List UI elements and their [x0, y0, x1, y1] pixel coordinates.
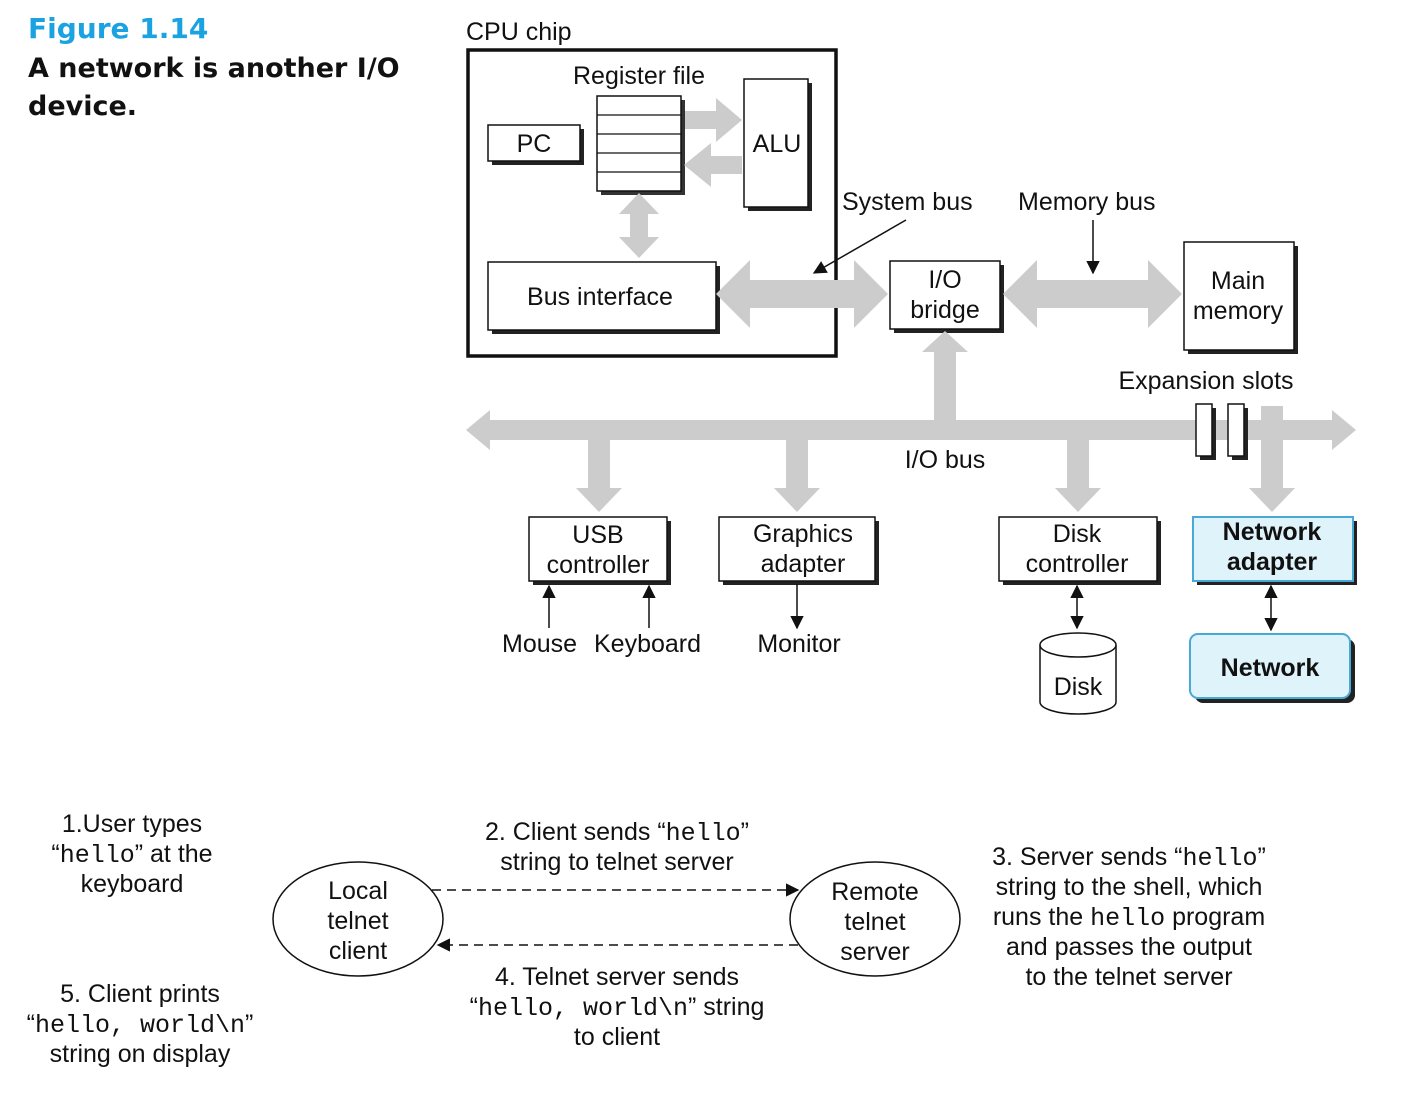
- step5-line3: string on display: [50, 1040, 231, 1068]
- io-bridge: I/O bridge: [889, 260, 1004, 333]
- main-memory: Main memory: [1183, 241, 1298, 354]
- system-bus-label: System bus: [842, 188, 973, 216]
- step4-text: 4. Telnet server sends “hello, world\n” …: [470, 963, 765, 1051]
- keyboard-label: Keyboard: [594, 630, 701, 658]
- step3-line1: 3. Server sends “hello”: [992, 843, 1266, 873]
- system-bus-pointer: [812, 219, 907, 274]
- disk-controller-line2: controller: [1026, 550, 1129, 578]
- cpu-chip-box: [466, 48, 838, 358]
- usb-controller: USB controller: [528, 516, 671, 585]
- local-client-line2: telnet: [327, 907, 388, 935]
- memory-bus-label: Memory bus: [1018, 188, 1156, 216]
- step1-line3: keyboard: [81, 870, 184, 898]
- remote-server-line2: telnet: [844, 908, 905, 936]
- reg-bus-interface-arrow: [619, 193, 659, 258]
- remote-telnet-server: Remote telnet server: [789, 861, 961, 977]
- usb-line1: USB: [572, 521, 623, 549]
- main-memory-line1: Main: [1211, 267, 1265, 295]
- mouse-label: Mouse: [502, 630, 577, 658]
- main-memory-line2: memory: [1193, 297, 1284, 325]
- usb-line2: controller: [547, 551, 650, 579]
- step1-text: 1.User types “hello” at the keyboard: [51, 810, 212, 898]
- disk-controller: Disk controller: [998, 516, 1161, 585]
- step2-line2: string to telnet server: [500, 848, 733, 876]
- network-adapter: Network adapter: [1192, 516, 1357, 585]
- figure-caption: A network is another I/O device.: [28, 53, 400, 122]
- step5-line1: 5. Client prints: [60, 980, 220, 1008]
- alu-to-reg-arrow: [684, 143, 742, 187]
- step5-text: 5. Client prints “hello, world\n” string…: [27, 980, 254, 1068]
- graphics-line1: Graphics: [753, 520, 853, 548]
- bus-interface-label: Bus interface: [527, 283, 673, 311]
- local-client-line3: client: [329, 937, 387, 965]
- figure-number: Figure 1.14: [28, 12, 209, 45]
- network-adapter-line1: Network: [1223, 518, 1322, 546]
- io-bus-label: I/O bus: [905, 446, 986, 474]
- disk: Disk: [1039, 632, 1117, 715]
- alu-label: ALU: [753, 130, 802, 158]
- step3-line2: string to the shell, which: [996, 873, 1263, 901]
- step3-text: 3. Server sends “hello” string to the sh…: [992, 843, 1266, 991]
- register-file: [596, 95, 685, 195]
- system-bus-arrow: [716, 260, 888, 328]
- step1-line1: 1.User types: [62, 810, 202, 838]
- bus-to-network-adapter-arrow: [1249, 406, 1295, 512]
- io-bus-arrow: [466, 410, 1356, 450]
- memory-bus-arrow: [1003, 260, 1182, 328]
- io-bus-bridge-arrow: [922, 331, 968, 422]
- remote-server-line1: Remote: [831, 878, 919, 906]
- step3-line5: to the telnet server: [1025, 963, 1232, 991]
- alu: ALU: [743, 78, 812, 211]
- pc-label: PC: [517, 130, 552, 158]
- step4-line2: “hello, world\n” string: [470, 993, 765, 1023]
- step3-line3: runs the hello program: [993, 903, 1265, 933]
- step4-line3: to client: [574, 1023, 660, 1051]
- bus-to-usb-arrow: [576, 438, 622, 512]
- expansion-slot-2: [1227, 403, 1248, 460]
- pc-register: PC: [487, 124, 584, 165]
- network: Network: [1189, 633, 1355, 703]
- io-bridge-line2: bridge: [910, 296, 980, 324]
- register-file-label: Register file: [573, 62, 705, 90]
- cpu-chip-label: CPU chip: [466, 18, 572, 46]
- bus-to-graphics-arrow: [774, 438, 820, 512]
- step2-line1: 2. Client sends “hello”: [485, 818, 749, 848]
- step4-line1: 4. Telnet server sends: [495, 963, 739, 991]
- step2-text: 2. Client sends “hello” string to telnet…: [485, 818, 749, 876]
- step3-line4: and passes the output: [1006, 933, 1252, 961]
- expansion-slot-1: [1195, 403, 1216, 460]
- monitor-label: Monitor: [757, 630, 840, 658]
- io-bridge-line1: I/O: [928, 266, 961, 294]
- local-client-line1: Local: [328, 877, 388, 905]
- remote-server-line3: server: [840, 938, 909, 966]
- local-telnet-client: Local telnet client: [272, 861, 444, 977]
- network-adapter-line2: adapter: [1227, 548, 1318, 576]
- graphics-line2: adapter: [761, 550, 846, 578]
- reg-to-alu-arrow: [685, 98, 742, 142]
- network-label: Network: [1221, 654, 1320, 682]
- step1-line2: “hello” at the: [51, 840, 212, 870]
- graphics-adapter: Graphics adapter: [718, 516, 879, 585]
- expansion-slots-label: Expansion slots: [1118, 367, 1293, 395]
- bus-to-disk-controller-arrow: [1055, 438, 1101, 512]
- bus-interface: Bus interface: [487, 261, 720, 334]
- disk-controller-line1: Disk: [1053, 520, 1102, 548]
- disk-label: Disk: [1054, 673, 1103, 701]
- step5-line2: “hello, world\n”: [27, 1010, 254, 1040]
